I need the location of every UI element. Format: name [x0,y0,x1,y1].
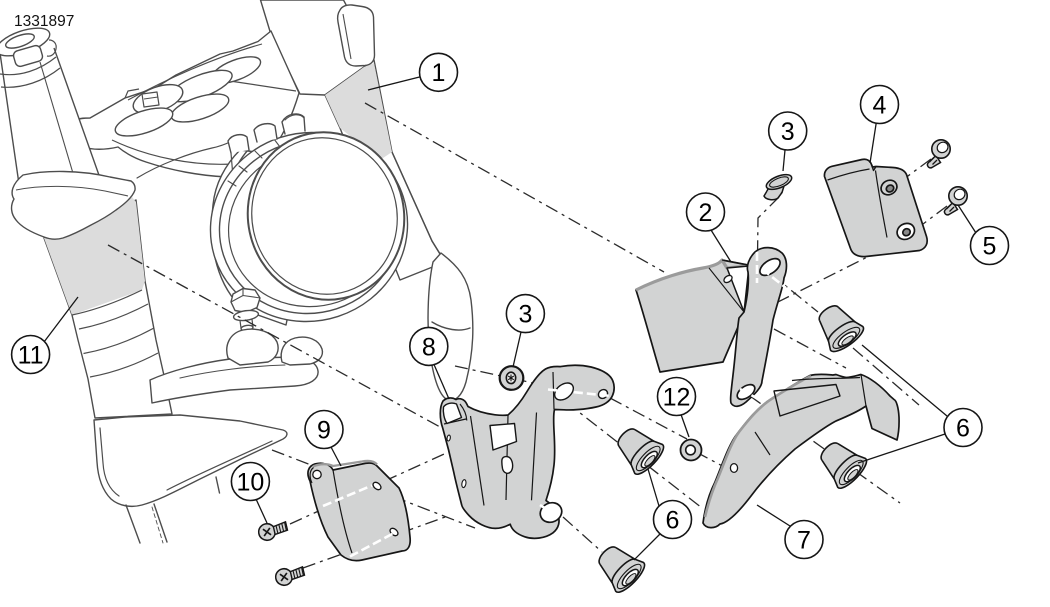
svg-text:11: 11 [18,342,44,370]
svg-text:1: 1 [432,59,446,87]
svg-text:6: 6 [666,507,680,535]
svg-text:12: 12 [663,384,691,412]
svg-text:9: 9 [317,417,331,445]
svg-text:3: 3 [781,118,795,146]
svg-text:1331897: 1331897 [14,13,74,30]
svg-text:6: 6 [956,415,970,443]
svg-text:4: 4 [873,92,887,120]
svg-text:8: 8 [422,333,436,361]
svg-text:10: 10 [236,469,264,497]
svg-text:3: 3 [518,301,532,329]
svg-text:2: 2 [699,199,713,227]
svg-text:5: 5 [983,233,997,261]
svg-text:7: 7 [797,527,811,555]
